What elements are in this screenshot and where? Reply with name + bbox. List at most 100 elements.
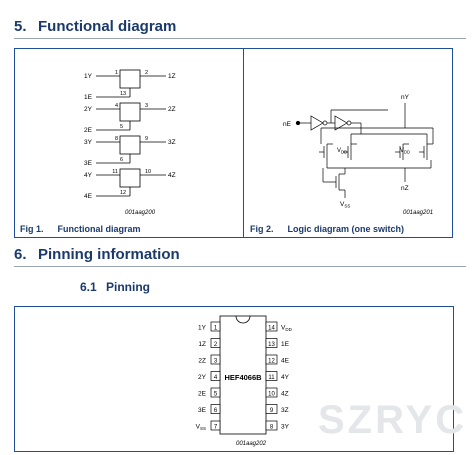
fig2-caption: Fig 2. Logic diagram (one switch) (250, 224, 404, 234)
section-title: Functional diagram (38, 18, 177, 35)
pin-number: 11 (268, 375, 275, 381)
pin-number: 13 (268, 342, 275, 348)
switch-box (119, 69, 141, 89)
switch-e-label: 4E (84, 193, 93, 200)
right-pin-12: 12 4E (265, 354, 290, 365)
pin-number-y: 4 (115, 103, 118, 109)
left-pin-6: 63E (198, 404, 221, 414)
switch-y-label: 2Y (84, 106, 93, 113)
left-pin-4: 42Y (198, 371, 221, 381)
switch-y-label: 3Y (84, 139, 93, 146)
switch-box (119, 168, 141, 188)
fig1-code: 001aag200 (125, 210, 156, 216)
fig2-number: Fig 2. (250, 224, 274, 234)
pin-box (210, 354, 221, 365)
switch-e-label: 2E (84, 127, 93, 134)
pin-number: 10 (268, 392, 275, 398)
left-pin-1: 1 1Y (198, 321, 221, 332)
nmos-right (419, 143, 433, 160)
pin-number: 2 (214, 342, 218, 348)
pin-box (265, 404, 278, 414)
section-6-heading: 6. Pinning information (14, 246, 466, 267)
switch-box (119, 135, 141, 155)
pin-label: VDD (281, 325, 293, 333)
pin-label: 4E (281, 358, 290, 365)
pin-box (210, 321, 221, 332)
section-number: 6. (14, 246, 27, 263)
pin-label: 3Z (281, 407, 289, 414)
pin-number: 8 (270, 425, 274, 431)
pin-box (265, 387, 278, 398)
pin-label: 1E (281, 341, 290, 348)
pin-label: 1Y (198, 325, 207, 332)
fig1-caption-text: Functional diagram (57, 224, 141, 234)
section-number: 5. (14, 18, 27, 35)
fig2-vdd-right-label: VDD (400, 148, 410, 155)
pin-label: 2Y (198, 374, 207, 381)
pin-number: 5 (214, 392, 218, 398)
fig2-input-label: nE (283, 121, 292, 128)
section-title: Pinning information (38, 246, 180, 263)
pin-number-e: 12 (120, 190, 126, 196)
pin-number: 1 (214, 326, 218, 332)
left-pin-3: 32Z (198, 354, 221, 365)
switch-e-label: 1E (84, 94, 93, 101)
pin-number: 14 (268, 326, 275, 332)
pin-label: VSS (196, 424, 206, 432)
pin-number: 7 (214, 425, 218, 431)
pin-box (265, 371, 278, 381)
right-pin-14: 14 VDD (265, 321, 293, 333)
pin-number-z: 10 (145, 169, 151, 175)
pin-number-z: 3 (145, 103, 148, 109)
subsection-number: 6.1 (80, 280, 97, 294)
fig1-number: Fig 1. (20, 224, 44, 234)
pmos-right (395, 143, 409, 160)
pin-number: 9 (270, 408, 274, 414)
pin-label: 3E (198, 407, 207, 414)
section-5-heading: 5. Functional diagram (14, 18, 466, 39)
switch-box (119, 102, 141, 122)
pinning-code: 001aag202 (236, 441, 267, 447)
pin-box (210, 371, 221, 381)
pin-box (265, 338, 278, 348)
pin-number-z: 9 (145, 136, 148, 142)
pin-number-e: 13 (120, 91, 126, 97)
switch-z-label: 2Z (168, 106, 176, 113)
pin-label: 2Z (198, 358, 206, 365)
left-pin-7: 7 VSS (196, 420, 221, 432)
switch-e-label: 3E (84, 160, 93, 167)
inverter-1 (310, 115, 324, 131)
pin-number: 12 (268, 359, 275, 365)
pin-number-y: 8 (115, 136, 118, 142)
pin-number-z: 2 (145, 70, 148, 76)
fig2-frame (243, 48, 453, 238)
pin-number-y: 1 (115, 70, 118, 76)
switch-y-label: 1Y (84, 73, 93, 80)
nmos-left (343, 143, 357, 160)
right-pin-9: 9 3Z (265, 404, 289, 414)
fig2-bottom-label: nZ (401, 185, 409, 192)
right-pin-13: 13 1E (265, 338, 290, 348)
fig2-vdd-left-label: VDD (337, 148, 347, 155)
pin-box (210, 387, 221, 398)
ic-package (219, 315, 267, 435)
pin-label: 1Z (198, 341, 206, 348)
pin-box (265, 321, 278, 332)
pin-label: 3Y (281, 424, 290, 431)
inverter-2 (334, 115, 348, 131)
pin-box (210, 420, 221, 431)
left-pin-2: 2 1Z (198, 338, 221, 348)
pin-box (210, 338, 221, 348)
chip-name: HEF4066B (224, 373, 262, 382)
fig2-code: 001aag201 (403, 210, 433, 216)
fig2-caption-text: Logic diagram (one switch) (287, 224, 405, 234)
switch-z-label: 3Z (168, 139, 176, 146)
pin-number-y: 11 (112, 169, 118, 175)
